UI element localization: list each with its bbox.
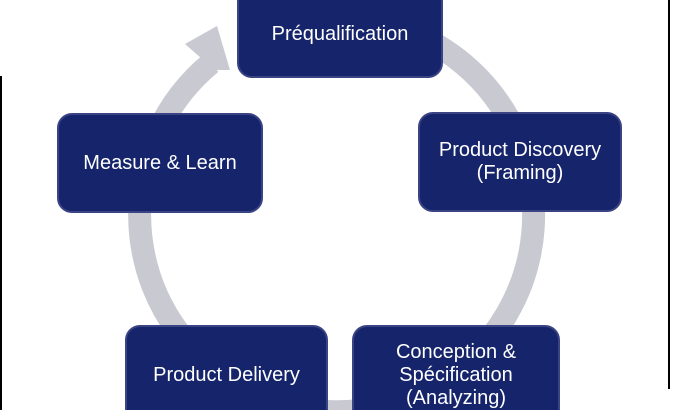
node-measure-learn: Measure & Learn <box>57 113 263 213</box>
node-label: Préqualification <box>271 22 409 45</box>
node-label: Spécification <box>399 363 513 386</box>
node-label: Product Delivery <box>153 363 300 386</box>
node-prequalification: Préqualification <box>237 0 443 78</box>
node-product-discovery: Product Discovery (Framing) <box>418 112 622 212</box>
frame-line-left <box>0 76 2 410</box>
frame-line-right <box>668 0 670 389</box>
node-label: Measure & Learn <box>83 151 237 174</box>
node-label: (Framing) <box>476 162 564 184</box>
node-label: (Analyzing) <box>405 386 507 409</box>
node-product-delivery: Product Delivery <box>125 325 328 410</box>
node-label: Product Discovery <box>438 139 602 161</box>
node-conception-specification: Conception & Spécification (Analyzing) <box>352 325 560 410</box>
cycle-arrowhead-icon <box>185 26 230 70</box>
node-label: Conception & <box>395 340 517 363</box>
